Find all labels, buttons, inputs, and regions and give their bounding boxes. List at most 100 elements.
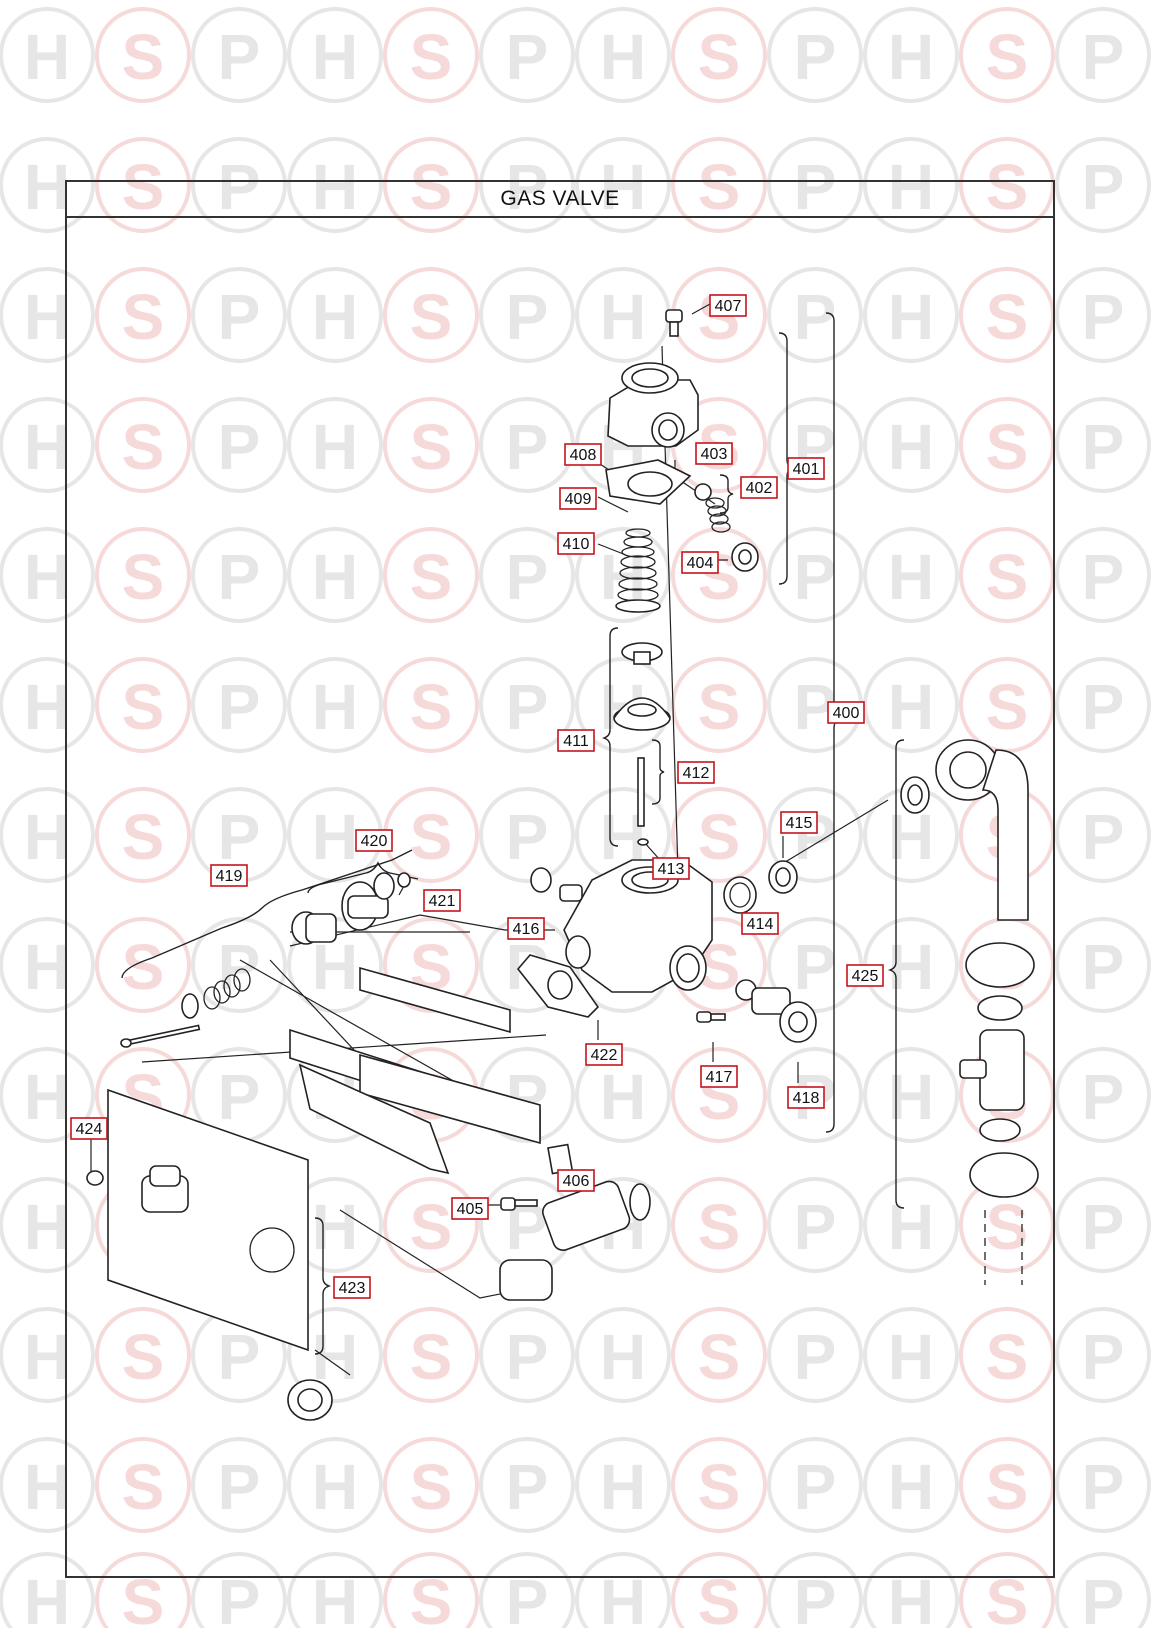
- watermark-letter: P: [794, 281, 837, 353]
- watermark-circle: [575, 1047, 671, 1143]
- watermark-letter: H: [600, 1451, 646, 1523]
- callout-box: [585, 1043, 623, 1066]
- callout-box: [827, 701, 865, 724]
- control-plate-423: [86, 1088, 333, 1421]
- watermark-circle: [671, 1307, 767, 1403]
- watermark-letter: H: [600, 151, 646, 223]
- watermark-letter: S: [698, 1321, 741, 1393]
- watermark-letter: S: [698, 801, 741, 873]
- watermark-letter: S: [122, 671, 165, 743]
- watermark-circle: [767, 1552, 863, 1628]
- watermark-letter: P: [218, 671, 261, 743]
- callout-425: 425: [846, 964, 884, 987]
- watermark-circle: [287, 1307, 383, 1403]
- stem-412: [637, 757, 645, 827]
- watermark-letter: P: [1082, 1191, 1125, 1263]
- watermark-letter: S: [410, 21, 453, 93]
- watermark-letter: H: [312, 671, 358, 743]
- mounting-brackets: [289, 966, 574, 1175]
- watermark-circle: [287, 1552, 383, 1628]
- watermark-circle: [863, 1177, 959, 1273]
- callout-number: 401: [793, 461, 820, 478]
- watermark-letter: P: [506, 21, 549, 93]
- watermark-circle: [863, 1307, 959, 1403]
- watermark-circle: [767, 397, 863, 493]
- watermark-letter: S: [410, 541, 453, 613]
- watermark-letter: S: [410, 281, 453, 353]
- watermark-circle: [479, 137, 575, 233]
- watermark-circle: [287, 1437, 383, 1533]
- callout-number: 406: [563, 1173, 590, 1190]
- watermark-circle: [95, 137, 191, 233]
- watermark-circle: [383, 267, 479, 363]
- watermark-circle: [0, 657, 95, 753]
- pipe-fittings-425: [900, 739, 1039, 1285]
- watermark-circle: [383, 137, 479, 233]
- valve-body: [563, 859, 713, 993]
- watermark-letter: H: [24, 1451, 70, 1523]
- watermark-letter: H: [600, 21, 646, 93]
- watermark-circle: [479, 1552, 575, 1628]
- watermark-letter: H: [312, 281, 358, 353]
- title-bar: GAS VALVE: [67, 182, 1053, 218]
- callout-box: [709, 294, 747, 317]
- watermark-letter: P: [218, 21, 261, 93]
- watermark-circle: [575, 7, 671, 103]
- watermark-letter: H: [888, 541, 934, 613]
- watermark-letter: S: [122, 801, 165, 873]
- spring-410: [615, 528, 661, 613]
- watermark-circle: [287, 7, 383, 103]
- callout-415: 415: [780, 811, 818, 834]
- watermark-letter: P: [794, 21, 837, 93]
- callout-number: 413: [658, 861, 685, 878]
- callout-402: 402: [740, 476, 778, 499]
- watermark-letter: P: [794, 1321, 837, 1393]
- watermark-letter: S: [122, 1321, 165, 1393]
- watermark-letter: S: [122, 281, 165, 353]
- callout-number: 404: [687, 555, 714, 572]
- watermark-circle: [1055, 1177, 1151, 1273]
- watermark-circle: [1055, 267, 1151, 363]
- watermark-letter: H: [24, 1566, 70, 1628]
- watermark-circle: [0, 397, 95, 493]
- callout-number: 405: [457, 1201, 484, 1218]
- watermark-circle: [0, 1307, 95, 1403]
- callout-401: 401: [787, 457, 825, 480]
- parts: [86, 309, 1039, 1421]
- watermark-circle: [287, 267, 383, 363]
- watermark-circle: [863, 657, 959, 753]
- callout-411: 411: [557, 729, 595, 752]
- watermark-letter: H: [24, 21, 70, 93]
- watermark-letter: S: [698, 281, 741, 353]
- watermark-letter: P: [506, 801, 549, 873]
- callout-number: 420: [361, 833, 388, 850]
- watermark-circle: [863, 267, 959, 363]
- callout-404: 404: [681, 551, 719, 574]
- callout-412: 412: [677, 761, 715, 784]
- callout-box: [700, 1065, 738, 1088]
- watermark-letter: S: [698, 21, 741, 93]
- callout-408: 408: [564, 443, 602, 466]
- watermark-letter: H: [312, 21, 358, 93]
- watermark-circle: [863, 7, 959, 103]
- callout-424: 424: [70, 1117, 108, 1140]
- watermark-circle: [95, 1437, 191, 1533]
- sleeve-416: [559, 884, 583, 902]
- watermark-circle: [479, 7, 575, 103]
- diagram-title: GAS VALVE: [500, 187, 620, 210]
- watermark-circle: [479, 1307, 575, 1403]
- watermark-circle: [191, 137, 287, 233]
- callout-number: 402: [746, 480, 773, 497]
- callout-number: 415: [786, 815, 813, 832]
- watermark-letter: P: [506, 1321, 549, 1393]
- watermark-circle: [767, 267, 863, 363]
- watermark-circle: [0, 137, 95, 233]
- watermark-circle: [671, 787, 767, 883]
- watermark-circle: [287, 397, 383, 493]
- watermark-letter: S: [698, 1191, 741, 1263]
- watermark-circle: [383, 917, 479, 1013]
- callout-box: [787, 457, 825, 480]
- callout-box: [652, 857, 690, 880]
- watermark-letter: H: [888, 1321, 934, 1393]
- watermark-letter: H: [24, 1061, 70, 1133]
